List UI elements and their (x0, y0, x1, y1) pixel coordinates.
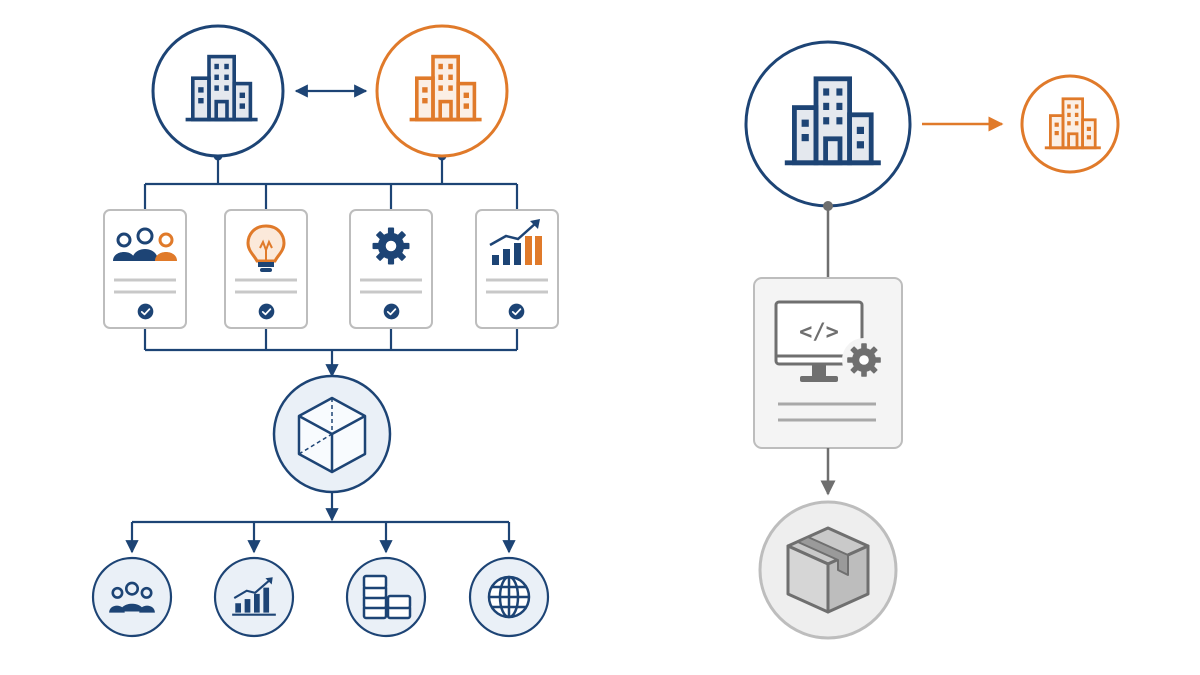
outcome-node-people (91, 556, 173, 638)
gear-icon (847, 343, 881, 377)
capability-card-operations (349, 209, 433, 329)
company-node-orange (375, 24, 509, 158)
outcome-node-coins (345, 556, 427, 638)
check-icon (258, 303, 275, 320)
gear-icon (372, 227, 410, 265)
source-company-node (744, 40, 912, 208)
outcome-node-growth (213, 556, 295, 638)
svg-text:</>: </> (799, 320, 839, 345)
people-icon (113, 227, 177, 261)
check-icon (508, 303, 525, 320)
connector-lines (125, 84, 519, 554)
capability-card-people (103, 209, 187, 329)
lightbulb-icon (246, 224, 286, 272)
junction-dot (823, 201, 833, 211)
growth-chart-icon (489, 219, 542, 265)
target-company-node (1020, 74, 1120, 174)
cube-icon (297, 396, 367, 474)
technology-card: </> (753, 277, 903, 449)
check-icon (137, 303, 154, 320)
capability-card-growth (475, 209, 559, 329)
box-icon (786, 526, 870, 614)
product-output-node (758, 500, 898, 640)
left-flow (91, 24, 559, 638)
capability-card-innovation (224, 209, 308, 329)
company-node-navy (151, 24, 285, 158)
check-icon (383, 303, 400, 320)
coins-icon (362, 574, 412, 620)
globe-icon (487, 575, 531, 619)
outcome-node-globe (468, 556, 550, 638)
right-flow: </> (744, 40, 1120, 640)
code-monitor-gear-icon: </> (774, 300, 886, 382)
integration-hub (272, 374, 392, 494)
